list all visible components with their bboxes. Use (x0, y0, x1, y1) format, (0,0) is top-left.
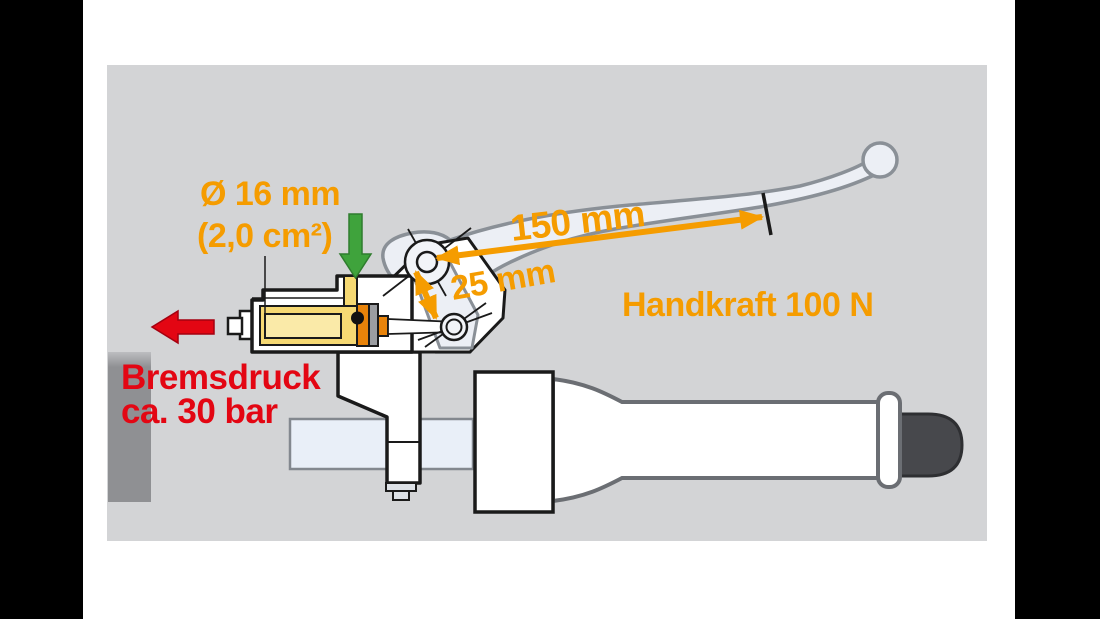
piston-nub (377, 315, 389, 337)
fluid-riser (343, 275, 358, 308)
piston-pin (351, 311, 364, 325)
lever-ball-tip (861, 141, 899, 179)
piston (368, 303, 379, 347)
label-brake-pressure-1: Bremsdruck (121, 358, 321, 397)
label-piston-diameter: Ø 16 mm (200, 175, 340, 213)
hand-force-down-arrow-icon (338, 213, 373, 280)
pressure-out-arrow-icon (150, 309, 215, 345)
left-letterbox-bar (0, 0, 83, 619)
pushrod-joint (439, 312, 469, 342)
cylinder-bore (264, 313, 342, 339)
label-brake-pressure-2: ca. 30 bar (121, 392, 278, 431)
dim-arrow-25mm (413, 270, 439, 320)
clamp-bolt (392, 490, 410, 501)
grip-flange (876, 391, 902, 489)
bar-end-cap (896, 412, 964, 478)
clamp-bolt-flange (385, 482, 417, 492)
clamp-block (473, 370, 555, 514)
piston-seal (356, 303, 370, 347)
label-piston-area: (2,0 cm²) (197, 217, 332, 255)
dim-arrow-150mm (435, 209, 764, 266)
left-shadow-block (108, 352, 151, 502)
lever-pivot-axle (415, 250, 439, 274)
label-hand-force: Handkraft 100 N (622, 286, 873, 324)
dim-tick-mark (761, 192, 773, 236)
handlebar (288, 417, 475, 471)
cylinder-outlet-tip (226, 316, 244, 336)
right-letterbox-bar (1015, 0, 1100, 619)
pushrod-joint-inner (445, 318, 463, 336)
